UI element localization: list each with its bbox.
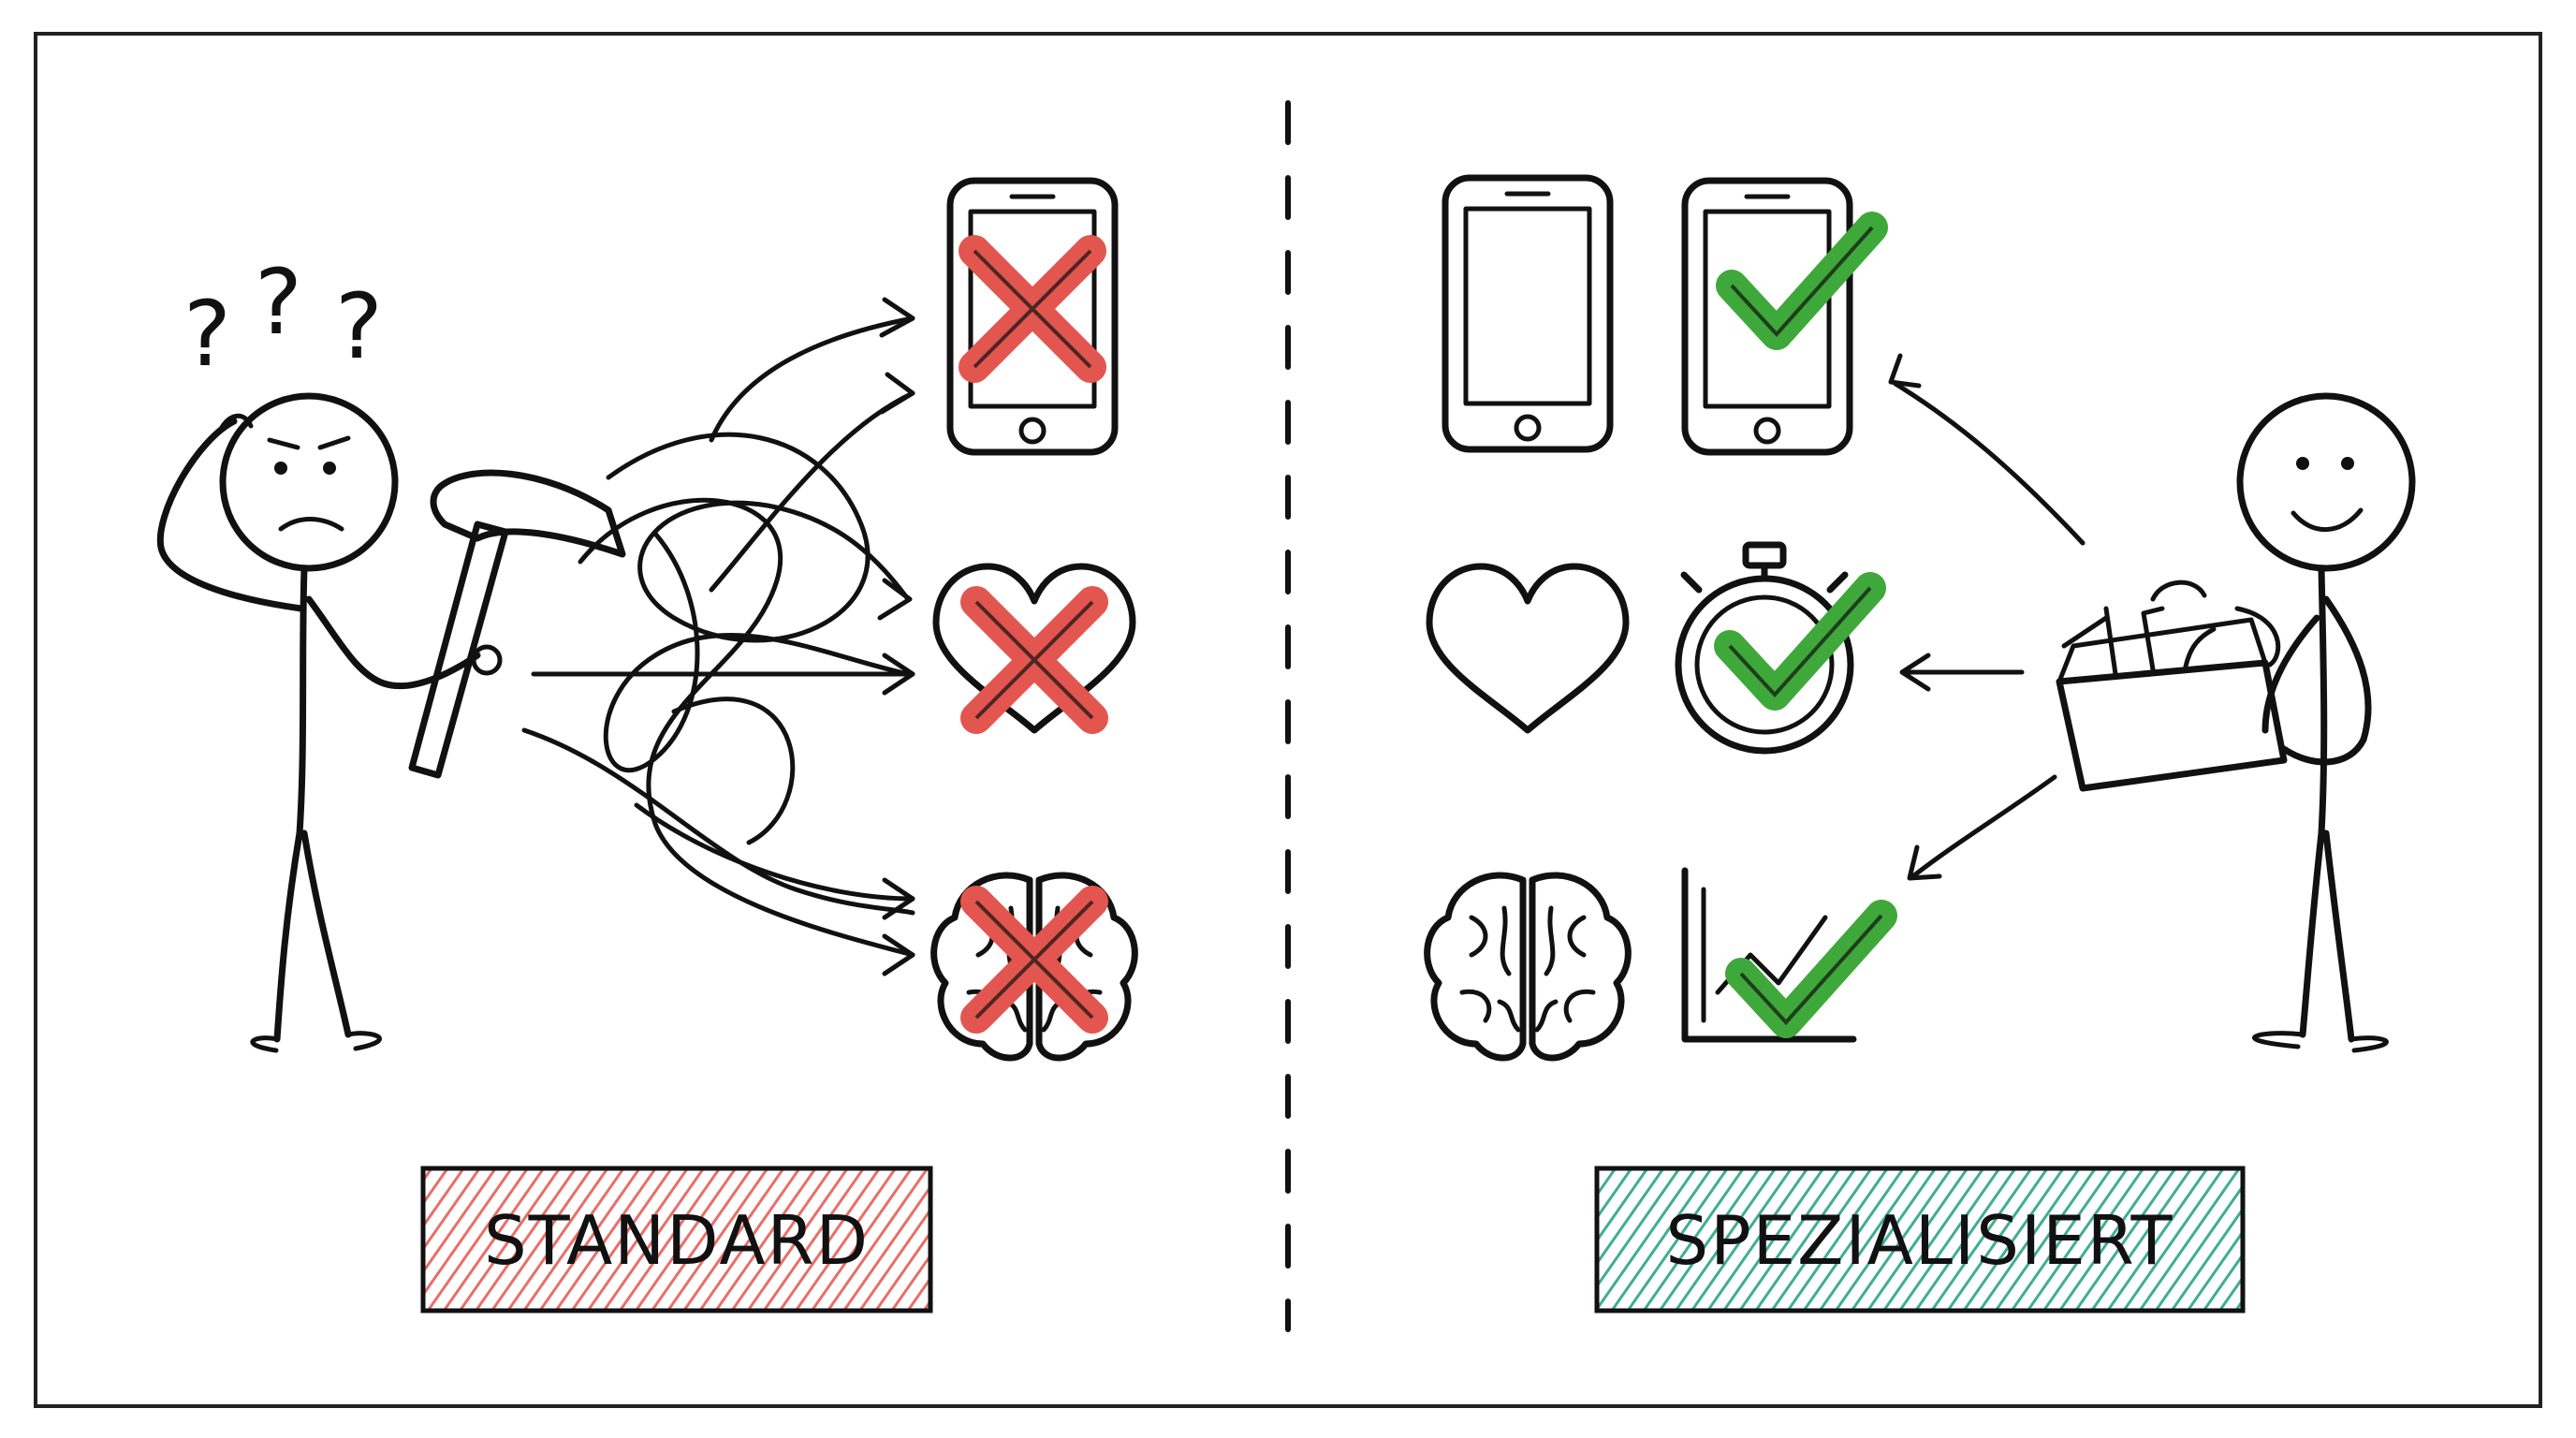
standard-label: STANDARD (484, 1201, 870, 1280)
cross-icon (976, 602, 1092, 718)
toolbox-icon (2056, 580, 2288, 792)
spezialisiert-label-box: SPEZIALISIERT (1594, 1166, 2246, 1313)
standard-label-box: STANDARD (420, 1166, 933, 1313)
hammer-icon (408, 469, 626, 779)
left-phone-icon (950, 181, 1115, 452)
left-heart-icon (936, 566, 1133, 730)
spezialisiert-label: SPEZIALISIERT (1666, 1201, 2174, 1280)
cross-icon (974, 251, 1090, 367)
right-checked-stopwatch-icon (1678, 545, 1870, 751)
question-mark: ? (335, 274, 383, 379)
question-mark: ? (255, 250, 302, 355)
tangled-arrows (521, 297, 915, 976)
question-marks: ? ? ? (183, 250, 383, 387)
right-plain-heart-icon (1429, 566, 1626, 730)
happy-stick-figure (2236, 392, 2416, 1053)
cross-icon (976, 902, 1092, 1018)
right-checked-chart-icon (1685, 871, 1881, 1039)
confused-stick-figure (156, 392, 481, 1053)
right-plain-phone-icon (1445, 178, 1610, 449)
toolbox-arrows (1888, 353, 2086, 881)
question-mark: ? (183, 282, 231, 387)
left-panel: ? ? ? (156, 181, 1135, 1313)
outer-frame (34, 32, 2542, 1408)
right-plain-brain-icon (1427, 875, 1629, 1058)
right-panel: SPEZIALISIERT (1427, 178, 2416, 1313)
left-brain-icon (934, 875, 1135, 1058)
right-checked-phone-icon (1685, 181, 1872, 452)
